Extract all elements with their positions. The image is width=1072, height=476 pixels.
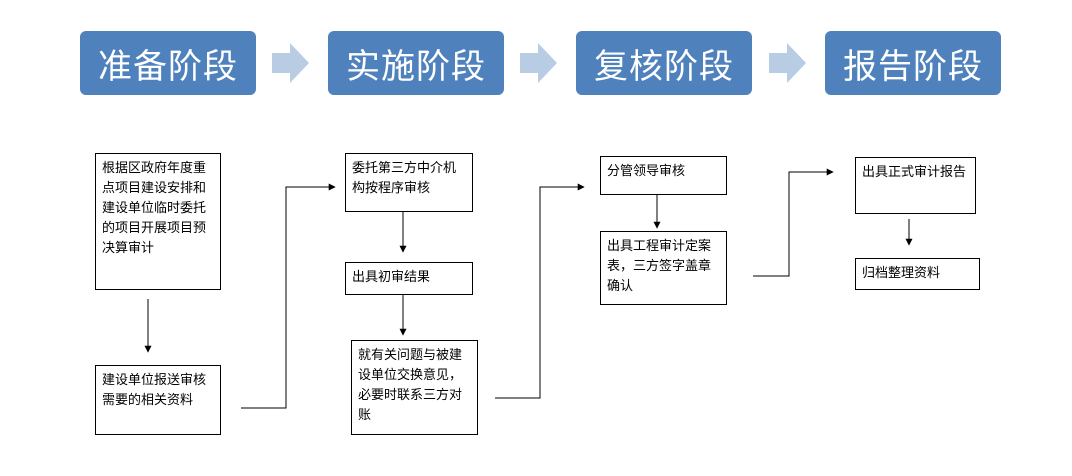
step-box-s3a: 分管领导审核	[600, 156, 727, 195]
step-box-s4a: 出具正式审计报告	[855, 157, 976, 214]
step-box-s2b: 出具初审结果	[345, 262, 473, 295]
arrow-s2c-s3a	[495, 183, 585, 399]
arrow-s1b-s2a	[241, 183, 336, 409]
step-box-s4b: 归档整理资料	[855, 258, 980, 290]
stage-report: 报告阶段	[825, 31, 1001, 95]
step-box-s1b: 建设单位报送审核需要的相关资料	[95, 365, 221, 435]
step-box-s1a: 根据区政府年度重点项目建设安排和建设单位临时委托的项目开展项目预决算审计	[95, 153, 221, 290]
chevron-arrow-2	[520, 43, 557, 83]
arrow-s3b-s4a	[753, 168, 834, 277]
chevron-arrow-1	[272, 43, 309, 83]
step-box-s2a: 委托第三方中介机构按程序审核	[345, 153, 473, 212]
step-box-s2c: 就有关问题与被建设单位交换意见，必要时联系三方对账	[351, 340, 478, 435]
stage-implement: 实施阶段	[328, 31, 504, 95]
stage-prepare: 准备阶段	[80, 31, 256, 95]
stage-review: 复核阶段	[576, 31, 752, 95]
step-box-s3b: 出具工程审计定案表，三方签字盖章确认	[600, 231, 727, 305]
chevron-arrow-3	[769, 43, 806, 83]
